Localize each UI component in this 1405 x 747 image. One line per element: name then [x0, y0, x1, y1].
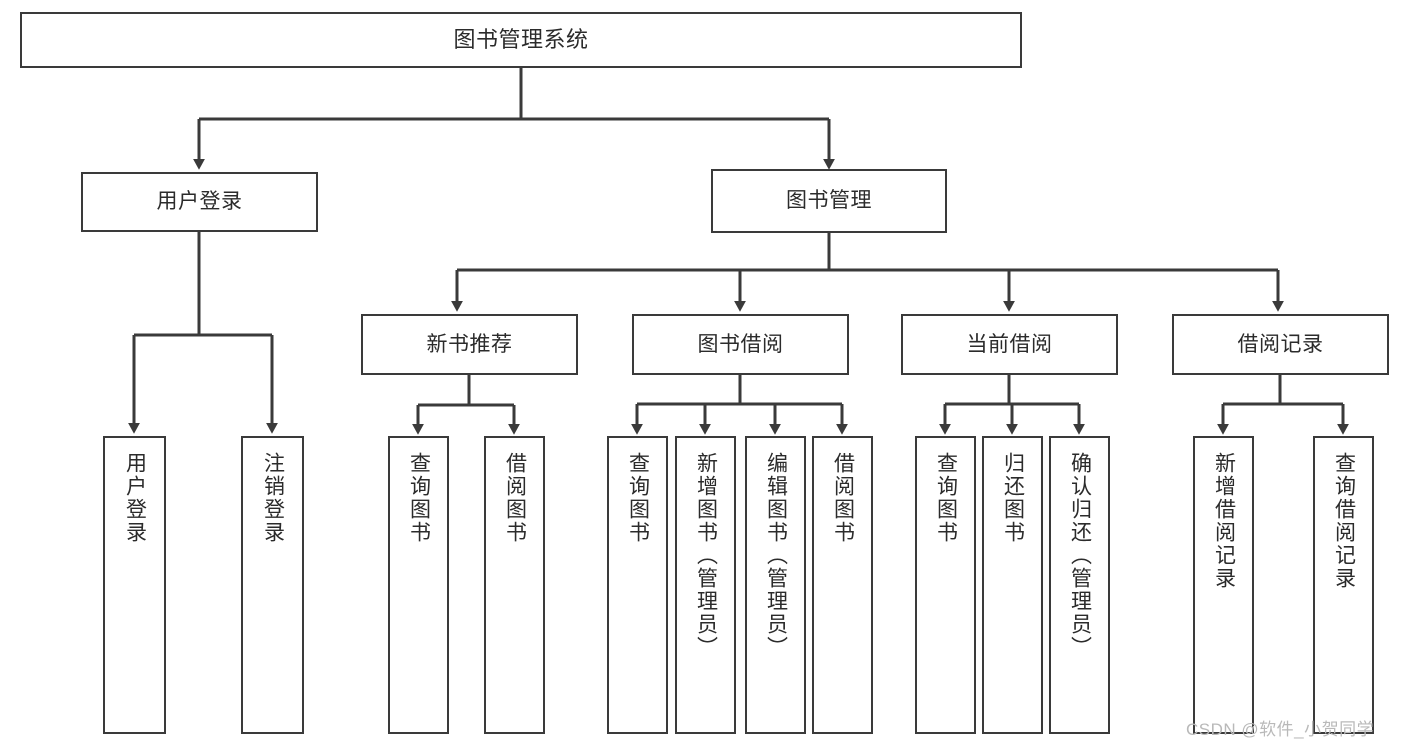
- leaf-borrow-book-1-label: 借阅图书: [503, 452, 527, 544]
- leaf-user-login-label: 用户登录: [123, 452, 147, 544]
- leaf-edit-book-label: 编辑图书（管理员）: [764, 452, 788, 659]
- leaf-query-book-2-label: 查询图书: [626, 452, 650, 544]
- watermark: CSDN @软件_小贺同学: [1186, 720, 1375, 739]
- leaf-return-book[interactable]: 归还图书: [982, 436, 1043, 734]
- leaf-logout-login-label: 注销登录: [261, 452, 285, 544]
- leaf-query-book-3-label: 查询图书: [934, 452, 958, 544]
- node-user-login[interactable]: 用户登录: [81, 172, 318, 232]
- leaf-query-record[interactable]: 查询借阅记录: [1313, 436, 1374, 734]
- leaf-add-book-label: 新增图书（管理员）: [694, 452, 718, 659]
- leaf-query-book-1[interactable]: 查询图书: [388, 436, 449, 734]
- leaf-query-book-1-label: 查询图书: [407, 452, 431, 544]
- node-borrow-record-label: 借阅记录: [1237, 332, 1324, 356]
- node-user-login-label: 用户登录: [156, 190, 243, 214]
- node-root-label: 图书管理系统: [453, 27, 589, 53]
- node-book-manage[interactable]: 图书管理: [711, 169, 947, 233]
- node-book-manage-label: 图书管理: [786, 189, 872, 213]
- leaf-borrow-book-2[interactable]: 借阅图书: [812, 436, 873, 734]
- node-book-borrow[interactable]: 图书借阅: [632, 314, 849, 375]
- leaf-logout-login[interactable]: 注销登录: [241, 436, 304, 734]
- node-current-borrow-label: 当前借阅: [966, 332, 1053, 356]
- leaf-query-book-3[interactable]: 查询图书: [915, 436, 976, 734]
- node-current-borrow[interactable]: 当前借阅: [901, 314, 1118, 375]
- leaf-confirm-return[interactable]: 确认归还（管理员）: [1049, 436, 1110, 734]
- node-new-book-recommend-label: 新书推荐: [426, 332, 513, 356]
- leaf-return-book-label: 归还图书: [1001, 452, 1025, 544]
- leaf-query-record-label: 查询借阅记录: [1332, 452, 1356, 590]
- leaf-confirm-return-label: 确认归还（管理员）: [1068, 452, 1092, 659]
- leaf-user-login[interactable]: 用户登录: [103, 436, 166, 734]
- leaf-add-record[interactable]: 新增借阅记录: [1193, 436, 1254, 734]
- leaf-borrow-book-1[interactable]: 借阅图书: [484, 436, 545, 734]
- node-borrow-record[interactable]: 借阅记录: [1172, 314, 1389, 375]
- leaf-edit-book[interactable]: 编辑图书（管理员）: [745, 436, 806, 734]
- leaf-add-record-label: 新增借阅记录: [1212, 452, 1236, 590]
- node-new-book-recommend[interactable]: 新书推荐: [361, 314, 578, 375]
- leaf-query-book-2[interactable]: 查询图书: [607, 436, 668, 734]
- leaf-borrow-book-2-label: 借阅图书: [831, 452, 855, 544]
- node-root[interactable]: 图书管理系统: [20, 12, 1022, 68]
- leaf-add-book[interactable]: 新增图书（管理员）: [675, 436, 736, 734]
- node-book-borrow-label: 图书借阅: [697, 332, 784, 356]
